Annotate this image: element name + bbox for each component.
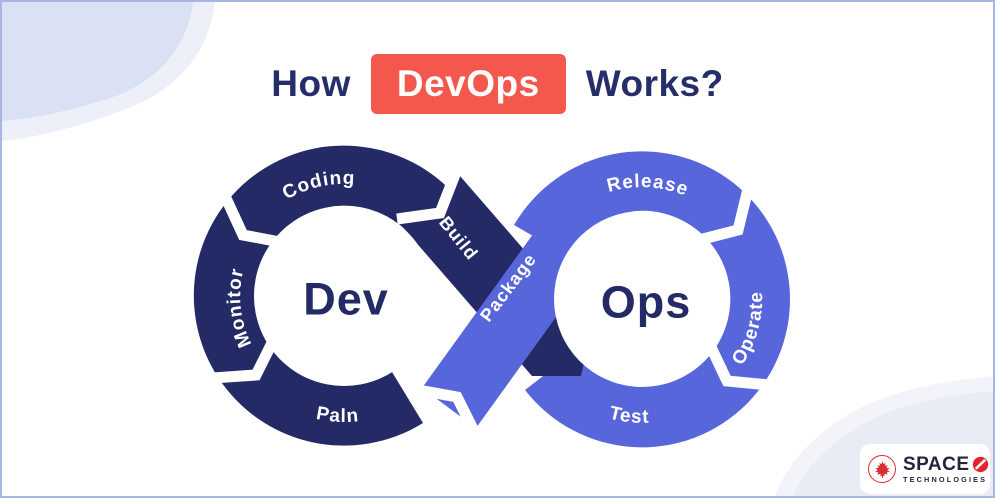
devops-badge: DevOps: [370, 54, 566, 114]
title-suffix: Works?: [585, 63, 724, 104]
segment-gap-chevron-icon: [705, 342, 770, 391]
segment-gap-chevron-icon: [697, 187, 754, 246]
brand-text: SPACE: [903, 453, 970, 475]
page-title: How DevOps Works?: [2, 54, 993, 114]
dev-label: Dev: [303, 274, 389, 325]
corner-shape-top-left: [2, 2, 193, 121]
segment-gap-chevron-icon: [396, 170, 462, 225]
label-paln: Paln: [315, 403, 360, 427]
maple-leaf-icon: [868, 455, 896, 483]
dev-center-circle: [254, 206, 434, 386]
slashed-o-icon: [972, 456, 989, 473]
title-prefix: How: [271, 63, 351, 104]
package-band: [422, 162, 639, 428]
logo-card: SPACE TECHNOLOGIES: [860, 444, 990, 494]
ops-label: Ops: [601, 277, 692, 328]
tagline-text: TECHNOLOGIES: [903, 474, 988, 484]
segment-gap-chevron-icon: [212, 338, 278, 384]
ops-center-circle: [554, 211, 730, 387]
segment-gap-chevron-icon: [412, 383, 482, 440]
segment-gap-chevron-icon: [220, 193, 282, 248]
